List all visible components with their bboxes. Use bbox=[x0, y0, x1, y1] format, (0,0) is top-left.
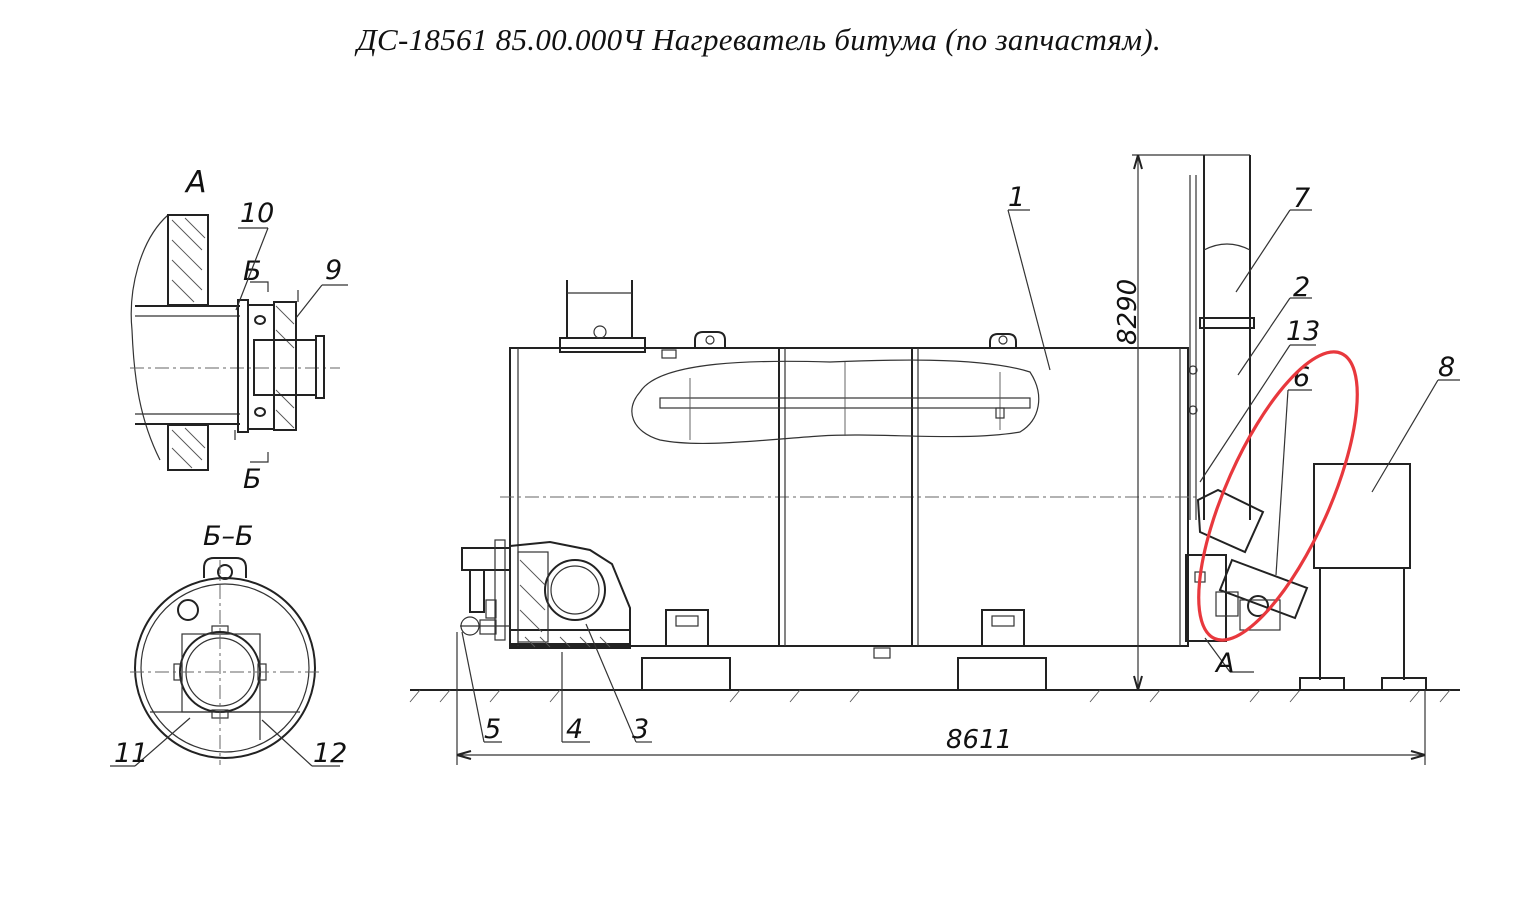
detail-a-view: А Б Б bbox=[130, 165, 348, 495]
section-bb-label: Б–Б bbox=[203, 521, 254, 552]
callout-2: 2 bbox=[1293, 272, 1310, 303]
callout-6: 6 bbox=[1293, 362, 1310, 393]
highlight-ellipse bbox=[1197, 350, 1359, 642]
callout-4: 4 bbox=[566, 714, 583, 745]
callout-9: 9 bbox=[325, 255, 342, 286]
main-view bbox=[409, 154, 1460, 765]
drawing-title: ДС-18561 85.00.000Ч Нагреватель битума (… bbox=[357, 22, 1161, 57]
callout-8: 8 bbox=[1438, 352, 1455, 383]
callout-12: 12 bbox=[313, 738, 347, 769]
callout-3: 3 bbox=[632, 714, 649, 745]
callout-11: 11 bbox=[114, 738, 148, 769]
dimension-height: 8290 bbox=[1113, 279, 1143, 345]
section-bb-view: Б–Б bbox=[110, 521, 340, 767]
dimension-length: 8611 bbox=[946, 725, 1012, 755]
callout-7: 7 bbox=[1293, 183, 1310, 214]
callout-10: 10 bbox=[240, 198, 274, 229]
callout-1: 1 bbox=[1008, 182, 1025, 213]
callout-5: 5 bbox=[484, 714, 501, 745]
callout-13: 13 bbox=[1286, 316, 1320, 347]
section-mark-b-bottom: Б bbox=[243, 464, 262, 495]
marker-a-main: А bbox=[1214, 648, 1234, 679]
detail-a-label: А bbox=[184, 165, 207, 200]
